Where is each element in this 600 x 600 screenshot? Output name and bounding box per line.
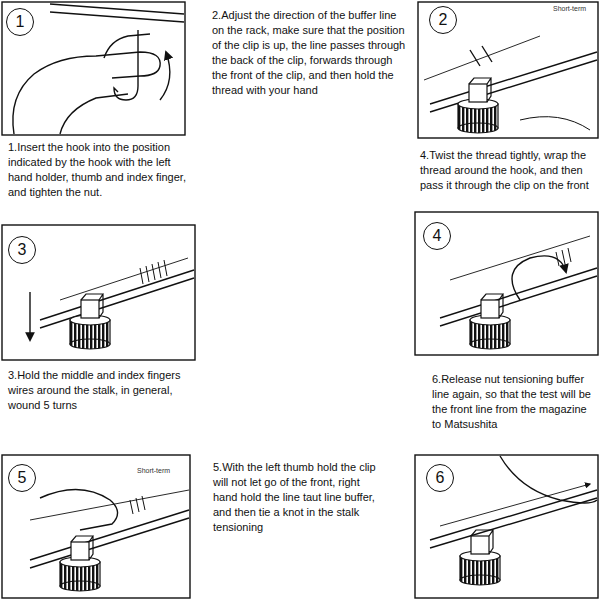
buffer-line: [450, 236, 590, 280]
panel-frame: [2, 455, 190, 598]
rod: [40, 270, 194, 320]
step-number: 4: [433, 228, 442, 244]
holder-rod: [50, 4, 184, 14]
panel-5-part: [60, 536, 100, 591]
buffer-line: [424, 36, 540, 80]
rod: [40, 278, 194, 328]
thumb-outline: [40, 489, 118, 530]
step-instruction: 3.Hold the middle and index fingers wire…: [8, 368, 203, 413]
panel-frame: [2, 2, 185, 135]
holder-rod: [50, 12, 184, 22]
step-instruction: 1.Insert the hook into the position indi…: [8, 140, 196, 200]
step-instruction: 4.Twist the thread tightly, wrap the thr…: [420, 148, 598, 193]
rod: [440, 276, 597, 326]
step-number-circle: 5: [8, 464, 36, 492]
panel-4-part: [470, 294, 510, 349]
hook-symbol: [114, 30, 138, 100]
wound-turns: [130, 496, 145, 514]
watermark: Short-term: [552, 5, 587, 12]
step-number-circle: 1: [6, 8, 34, 36]
panel-frame: [415, 212, 598, 355]
step-number: 6: [436, 470, 445, 486]
finger-outline: [60, 94, 128, 134]
buffer-line: [60, 258, 188, 300]
rod: [30, 518, 189, 568]
step-number-circle: 4: [423, 222, 451, 250]
buffer-line: [440, 484, 590, 526]
step-number: 1: [16, 14, 25, 30]
panel-3: [2, 225, 195, 360]
panel-2-part: [458, 78, 498, 133]
step-number: 3: [18, 242, 27, 258]
direction-arrow: [29, 292, 30, 340]
rod: [30, 510, 189, 560]
panel-3-part: [70, 294, 110, 349]
panel-5: [2, 455, 190, 598]
step-instruction: 5.With the left thumb hold the clip will…: [213, 460, 378, 535]
rod: [430, 490, 597, 540]
panel-frame: [415, 455, 598, 598]
hand-outline: [520, 117, 590, 130]
rod: [430, 52, 597, 104]
step-number: 2: [439, 12, 448, 28]
buffer-line: [30, 490, 189, 520]
panel-frame: [418, 2, 598, 138]
step-instruction: 2.Adjust the direction of the buffer lin…: [212, 8, 408, 98]
panel-2: [418, 2, 598, 138]
wound-turns: [556, 248, 571, 266]
finger-outline: [104, 34, 150, 58]
panel-frame: [2, 225, 195, 360]
turn-arrow: [160, 52, 170, 100]
watermark: Short-term: [136, 467, 171, 474]
step-number-circle: 2: [429, 6, 457, 34]
panel-6-part: [460, 530, 500, 585]
panel-6: [415, 455, 598, 598]
wound-turns: [140, 260, 167, 284]
step-number: 5: [18, 470, 27, 486]
step-number-circle: 6: [426, 464, 454, 492]
step-number-circle: 3: [8, 236, 36, 264]
step-instruction: 6.Release nut tensioning buffer line aga…: [432, 372, 592, 432]
panel-1: [2, 2, 185, 135]
panel-4: [415, 212, 598, 355]
clip-symbol: [470, 46, 492, 66]
